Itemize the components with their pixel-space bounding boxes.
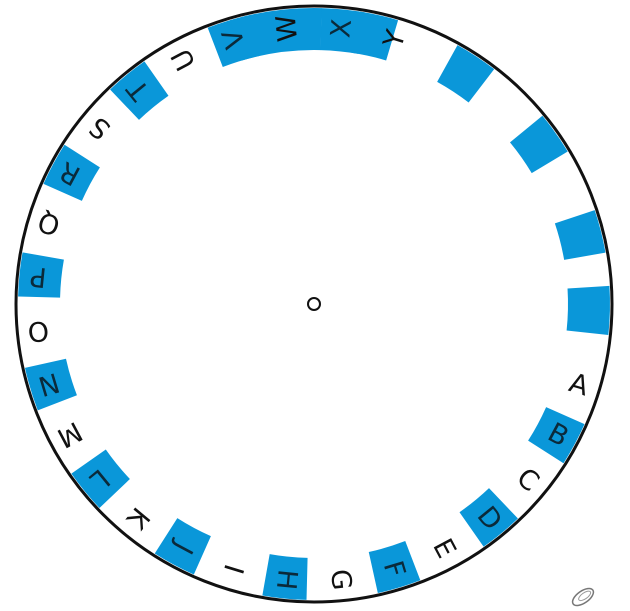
letter-h: H xyxy=(270,568,303,591)
clip-icon xyxy=(570,585,597,609)
letter-x: X xyxy=(325,18,358,40)
letter-c: C xyxy=(511,462,545,498)
letter-q: Q xyxy=(34,205,63,241)
letter-u: U xyxy=(166,43,203,75)
letter-s: S xyxy=(84,110,117,145)
letter-g: G xyxy=(324,568,357,592)
letter-p: P xyxy=(29,260,48,292)
outer-ring xyxy=(16,6,612,602)
wheel-segments xyxy=(18,8,610,600)
blank-block xyxy=(567,286,610,335)
letter-i: I xyxy=(217,561,249,578)
letter-o: O xyxy=(26,314,50,347)
blank-block xyxy=(437,45,494,102)
letter-k: K xyxy=(119,501,155,535)
letter-e: E xyxy=(426,534,461,564)
blank-block xyxy=(510,116,568,173)
letter-m: M xyxy=(52,415,87,453)
center-hole-icon[interactable] xyxy=(308,298,320,310)
letter-a: A xyxy=(566,367,593,402)
letter-w: W xyxy=(271,13,304,43)
